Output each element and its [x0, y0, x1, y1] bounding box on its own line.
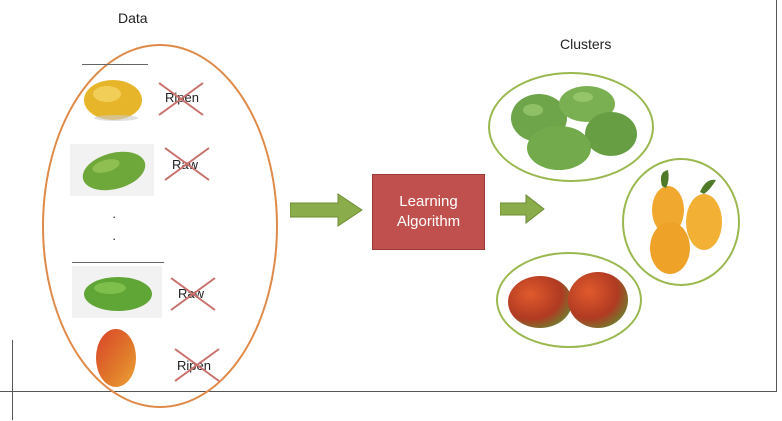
learning-algorithm-box: Learning Algorithm — [372, 174, 485, 250]
cross-mark-icon — [164, 147, 210, 181]
cross-mark-icon — [158, 82, 204, 116]
right-arrow-icon — [290, 193, 363, 227]
data-title: Data — [118, 10, 148, 26]
green-mango-image — [72, 266, 162, 318]
algorithm-label-line2: Algorithm — [396, 213, 461, 230]
ellipsis-dot-2: · — [112, 231, 117, 246]
yellow-mangoes-image — [650, 170, 722, 274]
algorithm-label-line1: Learning — [399, 193, 458, 210]
red-mangoes-image — [508, 272, 628, 328]
green-mango-image — [70, 144, 154, 196]
ellipsis-dot-1: · — [112, 209, 117, 224]
yellow-mango-image — [84, 80, 142, 121]
thumb-top-line — [82, 64, 148, 65]
red-mango-image — [96, 329, 136, 387]
thumb-top-line — [72, 262, 164, 263]
cross-mark-icon — [170, 277, 216, 311]
data-ellipse — [42, 44, 278, 408]
cross-mark-icon — [174, 348, 220, 382]
clusters-title: Clusters — [560, 36, 612, 52]
right-arrow-icon — [500, 194, 545, 224]
figure-border-left — [12, 340, 13, 420]
green-mangoes-image — [511, 86, 637, 170]
figure-border — [0, 0, 777, 392]
